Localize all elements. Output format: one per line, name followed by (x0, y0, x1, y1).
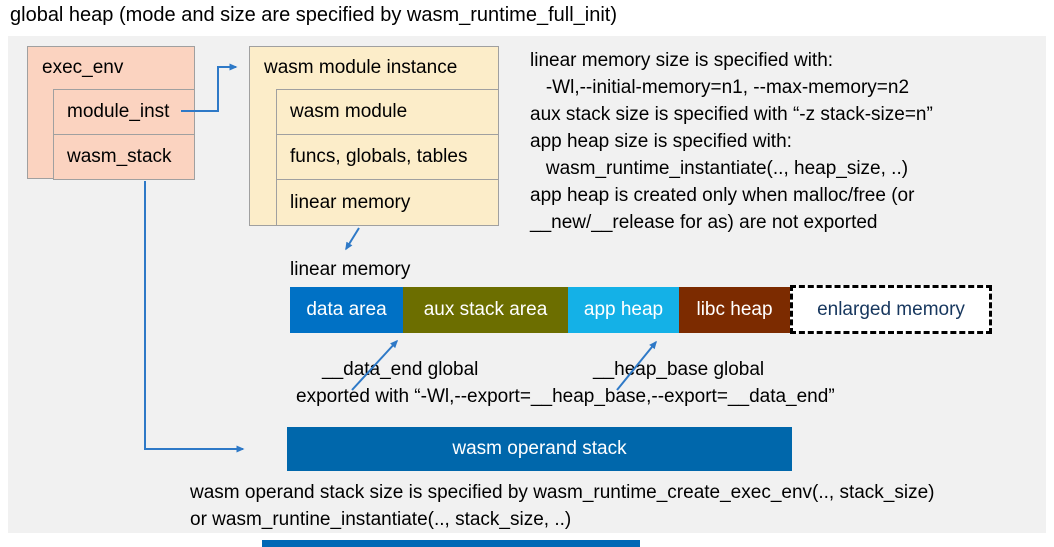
heap-base-global-annotation: __heap_base global (593, 359, 765, 380)
note-line: app heap size is specified with: (530, 131, 792, 152)
exec-env-field-module-inst: module_inst (53, 89, 195, 135)
note-line: wasm operand stack size is specified by … (190, 482, 935, 503)
module-instance-box: wasm module instance wasm module funcs, … (249, 46, 499, 226)
note-line: linear memory size is specified with: (530, 50, 834, 71)
module-instance-field-linear-memory: linear memory (276, 179, 499, 226)
module-instance-field-wasm-module: wasm module (276, 89, 499, 135)
note-line: wasm_runtime_instantiate(.., heap_size, … (530, 158, 909, 179)
operand-stack-notes: wasm operand stack size is specified by … (190, 479, 1046, 533)
exec-env-field-wasm-stack: wasm_stack (53, 134, 195, 180)
note-line: -Wl,--initial-memory=n1, --max-memory=n2 (530, 77, 910, 98)
module-instance-field-funcs-globals-tables: funcs, globals, tables (276, 134, 499, 180)
enlarged-memory-segment: enlarged memory (790, 285, 992, 334)
module-instance-header: wasm module instance (264, 57, 458, 78)
wasm-operand-stack-bar: wasm operand stack (287, 427, 792, 471)
diagram-title: global heap (mode and size are specified… (10, 4, 617, 26)
exec-env-header: exec_env (42, 57, 124, 78)
note-line: __new/__release for as) are not exported (530, 212, 878, 233)
exported-flags-annotation: exported with “-Wl,--export=__heap_base,… (296, 386, 835, 407)
linear-memory-label: linear memory (290, 259, 411, 280)
note-line: app heap is created only when malloc/fre… (530, 185, 915, 206)
data-area-segment: data area (290, 287, 403, 333)
aux-stack-area-segment: aux stack area (403, 287, 568, 333)
footer-accent-bar (262, 540, 640, 547)
exec-env-box: exec_env module_inst wasm_stack (27, 46, 195, 180)
note-line: aux stack size is specified with “-z sta… (530, 104, 933, 125)
libc-heap-segment: libc heap (679, 287, 790, 333)
note-line: or wasm_runtine_instantiate(.., stack_si… (190, 509, 572, 530)
app-heap-segment: app heap (568, 287, 679, 333)
memory-size-notes: linear memory size is specified with: -W… (530, 47, 1042, 236)
data-end-global-annotation: __data_end global (322, 359, 479, 380)
